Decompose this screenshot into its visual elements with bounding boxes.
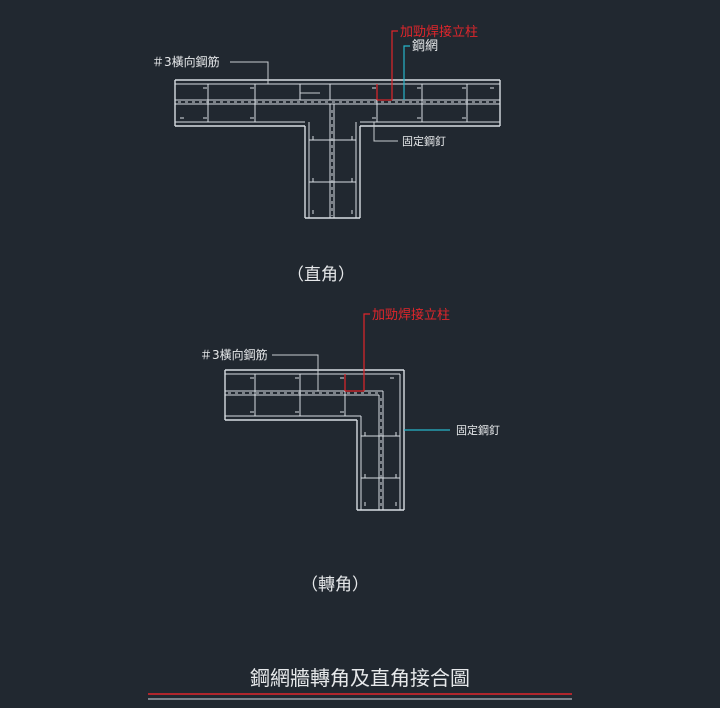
top-label-reinforced-post: 加勁焊接立柱 — [400, 24, 478, 40]
top-label-rebar: ＃3橫向鋼筋 — [152, 54, 220, 69]
bottom-label-nail: 固定鋼釘 — [456, 423, 500, 437]
bottom-label-rebar: ＃3橫向鋼筋 — [200, 347, 268, 362]
top-label-nail: 固定鋼釘 — [402, 134, 446, 148]
top-label-mesh: 鋼網 — [412, 39, 438, 54]
top-caption: （直角） — [287, 265, 355, 285]
t-junction-diagram — [174, 30, 501, 219]
bottom-caption: （轉角） — [301, 575, 369, 595]
footer-title: 鋼網牆轉角及直角接合圖 — [250, 666, 470, 690]
l-corner-diagram — [224, 313, 450, 511]
bottom-label-reinforced-post: 加勁焊接立柱 — [372, 307, 450, 323]
